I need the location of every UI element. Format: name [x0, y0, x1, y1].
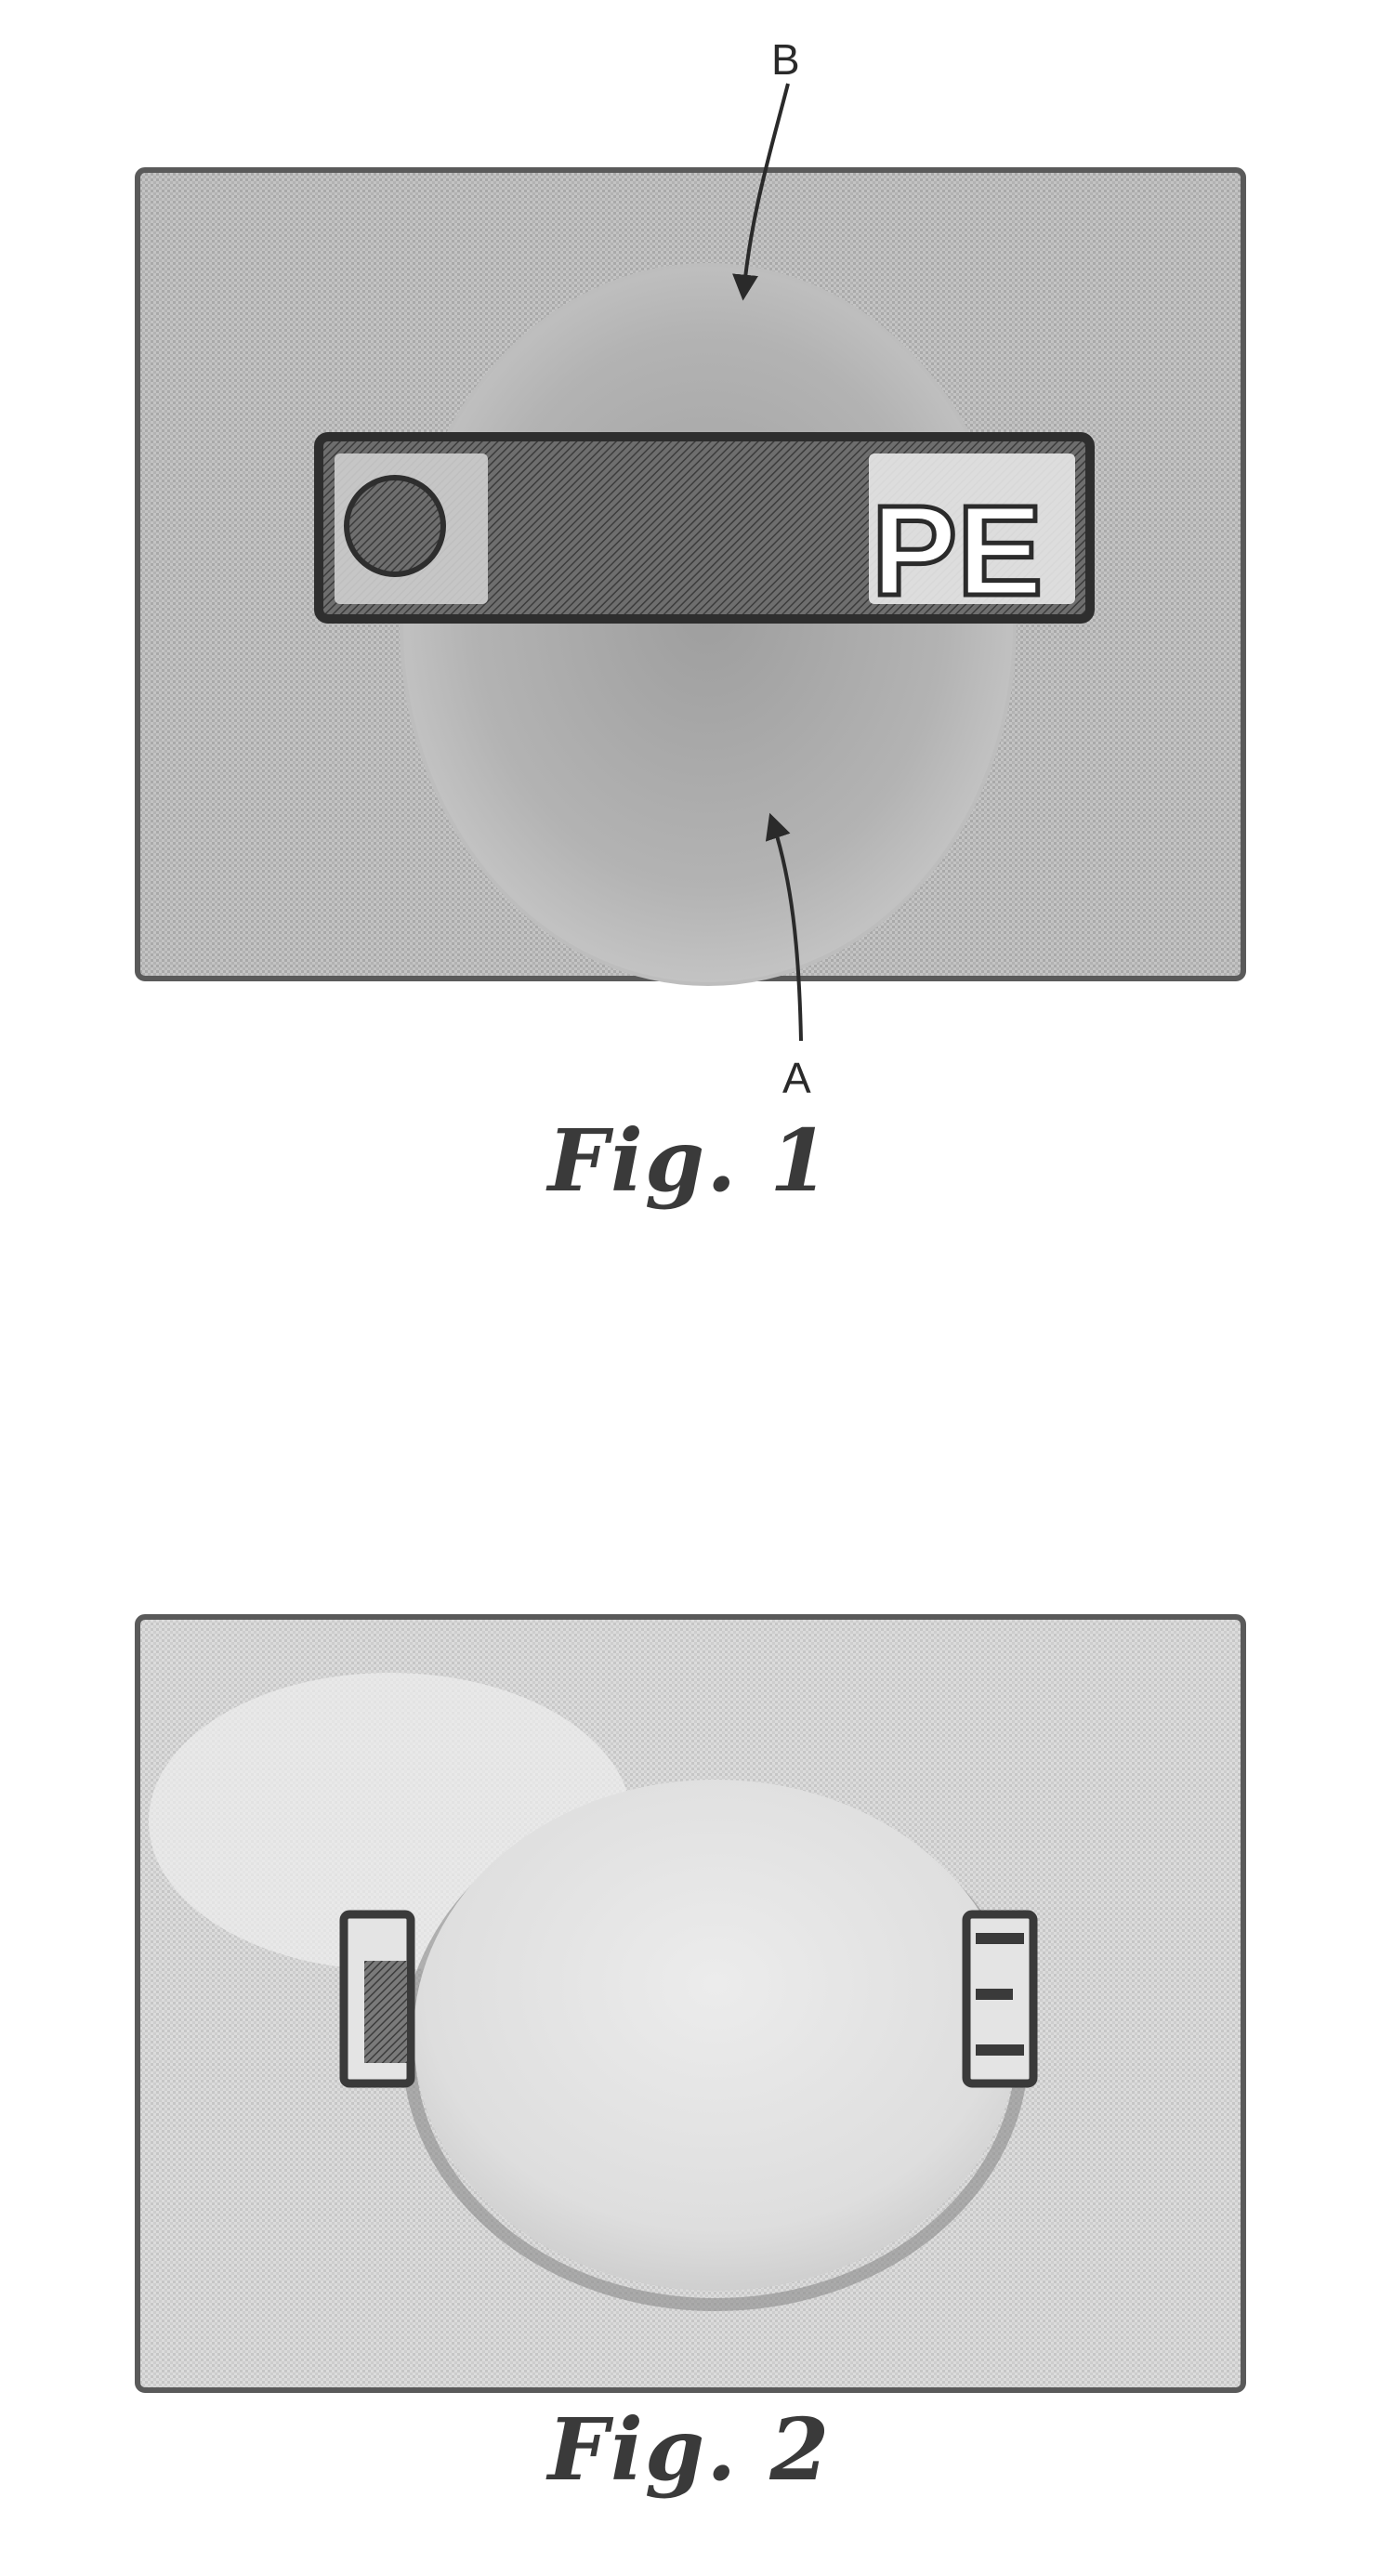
figure-1-circular-object: [401, 265, 1015, 984]
figure-2-circular-object: [414, 1780, 1018, 2291]
figure-2-label-right-bar-1: [976, 1933, 1024, 1944]
figure-1-drawing: PE B A: [0, 0, 1379, 1106]
figure-2-label-left-mark: [364, 1961, 407, 2063]
figure-1-label-lettering: PE: [872, 480, 1043, 623]
figure-1-label-left-logo-mark: [347, 478, 443, 574]
figure-2-drawing: [0, 1561, 1379, 2398]
figure-1-reference-label-b: B: [771, 35, 800, 84]
figure-1-reference-label-a: A: [782, 1054, 811, 1102]
figure-2-label-right-bar-3: [976, 2044, 1024, 2056]
figure-2-caption: Fig. 2: [0, 2399, 1379, 2500]
figure-1-caption: Fig. 1: [0, 1111, 1379, 1211]
figure-2-label-right-bar-2: [976, 1989, 1013, 2000]
